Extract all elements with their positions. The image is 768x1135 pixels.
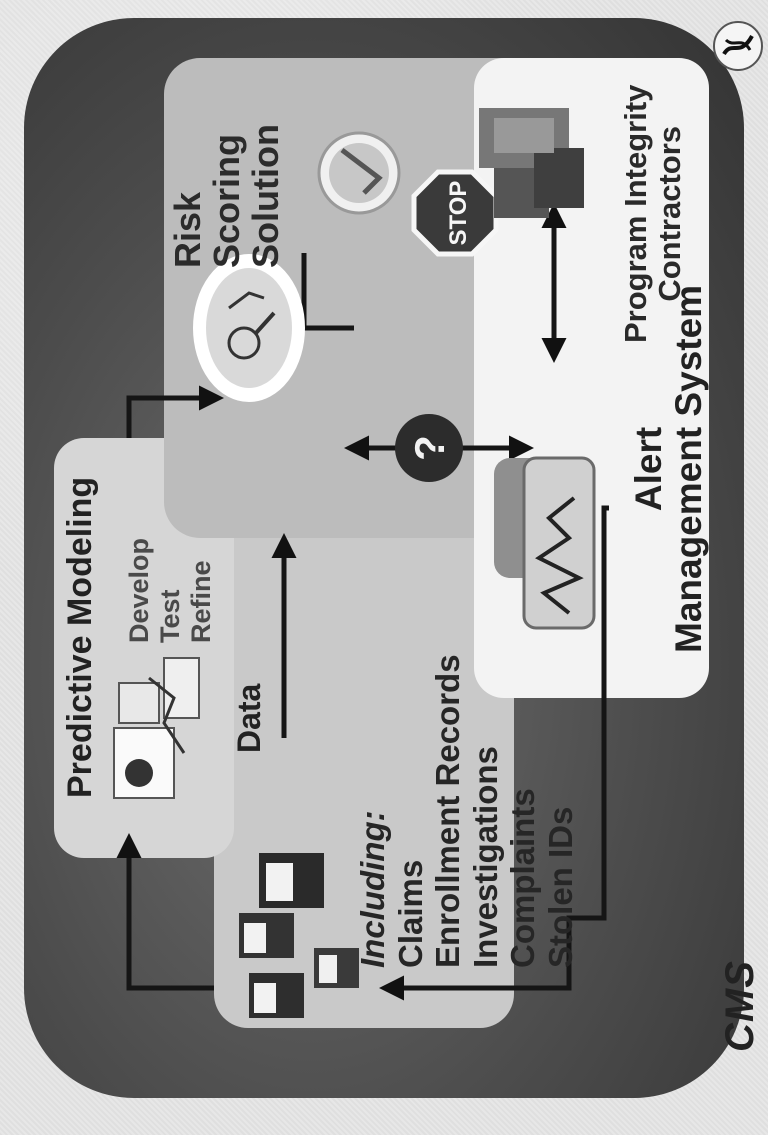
risk-title-line: Scoring [205, 133, 247, 268]
stop-sign-label: STOP [445, 181, 472, 246]
step-test: Test [155, 589, 186, 643]
data-item: Claims [391, 859, 429, 968]
alert-graphic-icon [494, 456, 596, 630]
data-including-label: Including: [354, 810, 391, 968]
data-item: Stolen IDs [542, 806, 580, 968]
data-item: Investigations [466, 746, 504, 968]
data-items-list: Including: Claims Enrollment Records Inv… [354, 654, 580, 968]
diagram-overlay: ? STOP [113, 108, 609, 1018]
question-badge: ? [395, 414, 463, 482]
stop-sign-icon: STOP [411, 169, 499, 257]
predictive-modeling-title: Predictive Modeling [61, 476, 99, 798]
approval-icon [317, 131, 401, 215]
risk-title-line: Solution [244, 124, 286, 268]
data-item: Complaints [504, 788, 542, 968]
step-refine: Refine [186, 560, 217, 643]
risk-scoring-title: Risk Scoring Solution [167, 124, 286, 268]
charts-icon [113, 657, 200, 799]
program-integrity-title: Program Integrity Contractors [618, 84, 688, 343]
data-item: Enrollment Records [429, 654, 467, 968]
step-develop: Develop [124, 537, 154, 643]
hhs-logo [713, 21, 763, 71]
cms-logo-text: CMS [718, 960, 762, 1052]
pic-title-line: Program Integrity [618, 84, 653, 343]
predictive-to-risk-arrow [126, 385, 224, 438]
risk-scoring-icon [193, 254, 305, 402]
pic-title-line: Contractors [652, 125, 688, 302]
predictive-modeling-steps: Develop Test Refine [124, 538, 217, 643]
data-to-predictive-arrow [116, 833, 214, 991]
data-title: Data [231, 683, 267, 753]
risk-title-line: Risk [167, 191, 208, 268]
servers-icon [239, 853, 359, 1018]
buildings-icon [479, 108, 584, 218]
question-mark: ? [406, 435, 453, 461]
alert-to-data-arrow [379, 505, 609, 1001]
rotated-slide: ? STOP [24, 18, 744, 1098]
